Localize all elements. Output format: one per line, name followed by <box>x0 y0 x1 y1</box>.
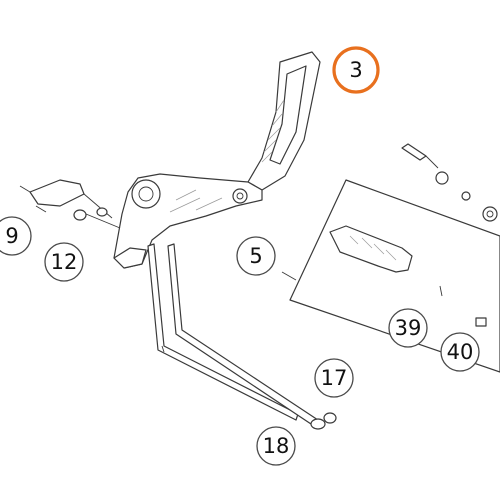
callout-40-label: 40 <box>447 340 474 364</box>
callout-12[interactable]: 12 <box>44 242 84 282</box>
callout-3[interactable]: 3 <box>332 46 380 94</box>
footpeg-group <box>281 179 500 373</box>
callout-5-label: 5 <box>249 244 262 268</box>
callout-39[interactable]: 39 <box>388 308 428 348</box>
left-small-parts <box>19 179 121 229</box>
callout-12-label: 12 <box>51 250 78 274</box>
callout-18-label: 18 <box>263 434 290 458</box>
callout-5[interactable]: 5 <box>236 236 276 276</box>
callout-9[interactable]: 9 <box>0 216 32 256</box>
callout-17[interactable]: 17 <box>314 358 354 398</box>
callout-18[interactable]: 18 <box>256 426 296 466</box>
bolt-stack <box>401 143 498 222</box>
pins <box>147 243 337 430</box>
callout-40[interactable]: 40 <box>440 332 480 372</box>
lever-part <box>113 51 321 269</box>
callout-3-label: 3 <box>349 58 362 82</box>
callout-17-label: 17 <box>321 366 348 390</box>
callout-9-label: 9 <box>5 224 18 248</box>
callout-39-label: 39 <box>395 316 422 340</box>
